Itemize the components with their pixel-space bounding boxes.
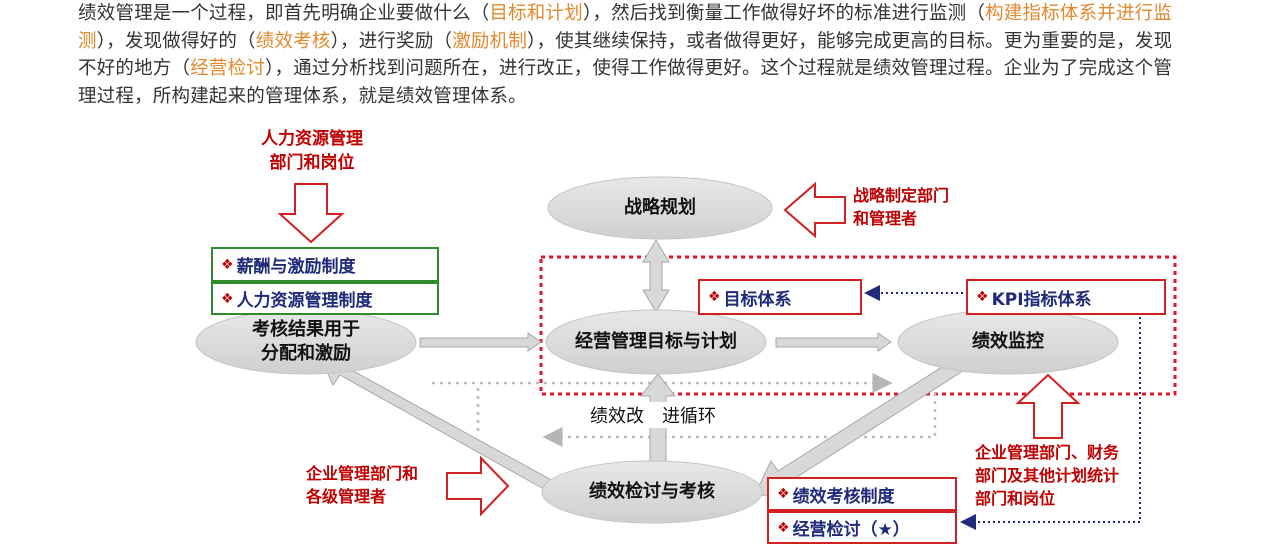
plan-node-shape (545, 309, 767, 375)
intro-text-2: ），然后找到衡量工作做得好坏的标准进行监测（ (582, 3, 986, 24)
intro-text-4: ），进行奖励（ (330, 30, 453, 52)
management-line2: 各级管理者 (306, 487, 387, 506)
plan-node: 经营管理目标与计划 (575, 331, 737, 352)
intro-text-1: 绩效管理是一个过程，即首先明确企业要做什么（ (78, 3, 490, 24)
highlight-assessment: 绩效考核 (255, 30, 331, 52)
monitor-node: 绩效监控 (972, 331, 1044, 352)
kpi-system-label: KPI指标体系 (991, 289, 1092, 310)
kpi-to-review-connector (960, 312, 1141, 530)
target-system-box: ❖目标体系 (698, 279, 862, 315)
hr-department-line2: 部门和岗位 (269, 153, 355, 173)
arrow-strategy-plan (642, 239, 670, 313)
salary-policy-box: ❖薪酬与激励制度 (211, 247, 439, 282)
intro-text-3: ），发现做得好的（ (96, 30, 256, 52)
finance-department-line2: 部门及其他计划统计 (975, 466, 1120, 485)
improvement-cycle-label: 绩效改 进循环 (590, 402, 770, 428)
cycle-line-bottom (542, 385, 937, 447)
arrow-apply-to-plan (419, 332, 542, 352)
strategy-node: 战略规划 (624, 197, 696, 218)
strategy-node-shape (547, 176, 773, 240)
highlight-business-review: 经营检讨 (190, 58, 266, 79)
highlight-goals: 目标和计划 (489, 3, 583, 24)
target-system-label: 目标体系 (723, 289, 792, 310)
intro-paragraph: 绩效管理是一个过程，即首先明确企业要做什么（目标和计划），然后找到衡量工作做得好… (78, 0, 1188, 110)
review-node-shape (541, 460, 763, 524)
business-review-box: ❖经营检讨（★） (767, 511, 957, 544)
hr-policy-box: ❖人力资源管理制度 (211, 282, 439, 315)
management-line1: 企业管理部门和 (306, 464, 419, 483)
intro-text-6: ），通过分析找到问题所在，进行改正，使得工作做得更好。这个过程就是绩效管理过程。… (78, 58, 1173, 107)
monitoring-region (539, 255, 1177, 396)
review-node: 绩效检讨与考核 (589, 481, 715, 502)
highlight-indicator-system: 构建指标体系并进行监测 (78, 3, 1173, 52)
finance-department-line3: 部门和岗位 (975, 489, 1056, 508)
highlight-incentive: 激励机制 (452, 30, 528, 52)
hr-policy-label: 人力资源管理制度 (236, 291, 373, 311)
hr-department-label: 人力资源管理 部门和岗位 (232, 127, 392, 175)
finance-up-arrow (1015, 373, 1081, 439)
strategy-left-arrow (783, 181, 846, 239)
hr-department-line1: 人力资源管理 (261, 129, 363, 149)
arrow-plan-to-monitor (775, 332, 892, 352)
diamond-bullet-icon: ❖ (708, 289, 721, 305)
intro-text-5: ），使其继续保持，或者做得更好，能够完成更高的目标。更为重要的是，发现不好的地方… (78, 30, 1173, 80)
perf-policy-box: ❖绩效考核制度 (767, 477, 957, 511)
finance-department-label: 企业管理部门、财务 部门及其他计划统计 部门和岗位 (975, 441, 1150, 510)
perf-policy-label: 绩效考核制度 (792, 486, 895, 507)
diamond-bullet-icon: ❖ (221, 290, 234, 307)
mgmt-right-arrow (446, 455, 510, 517)
strategy-department-line2: 和管理者 (853, 209, 918, 228)
diamond-bullet-icon: ❖ (777, 519, 790, 536)
management-label: 企业管理部门和 各级管理者 (306, 462, 446, 508)
apply-node: 考核结果用于 分配和激励 (196, 312, 416, 372)
finance-department-line1: 企业管理部门、财务 (975, 443, 1120, 462)
diamond-bullet-icon: ❖ (221, 256, 234, 273)
strategy-department-label: 战略制定部门 和管理者 (853, 184, 983, 230)
strategy-department-line1: 战略制定部门 (853, 186, 950, 205)
hr-down-arrow (277, 183, 345, 244)
diamond-bullet-icon: ❖ (976, 289, 989, 305)
kpi-system-box: ❖KPI指标体系 (966, 279, 1166, 315)
salary-policy-label: 薪酬与激励制度 (236, 257, 356, 277)
apply-node-line1: 考核结果用于 (252, 319, 360, 340)
business-review-label: 经营检讨（★） (792, 520, 910, 540)
apply-node-line2: 分配和激励 (261, 343, 351, 364)
diamond-bullet-icon: ❖ (777, 486, 790, 502)
